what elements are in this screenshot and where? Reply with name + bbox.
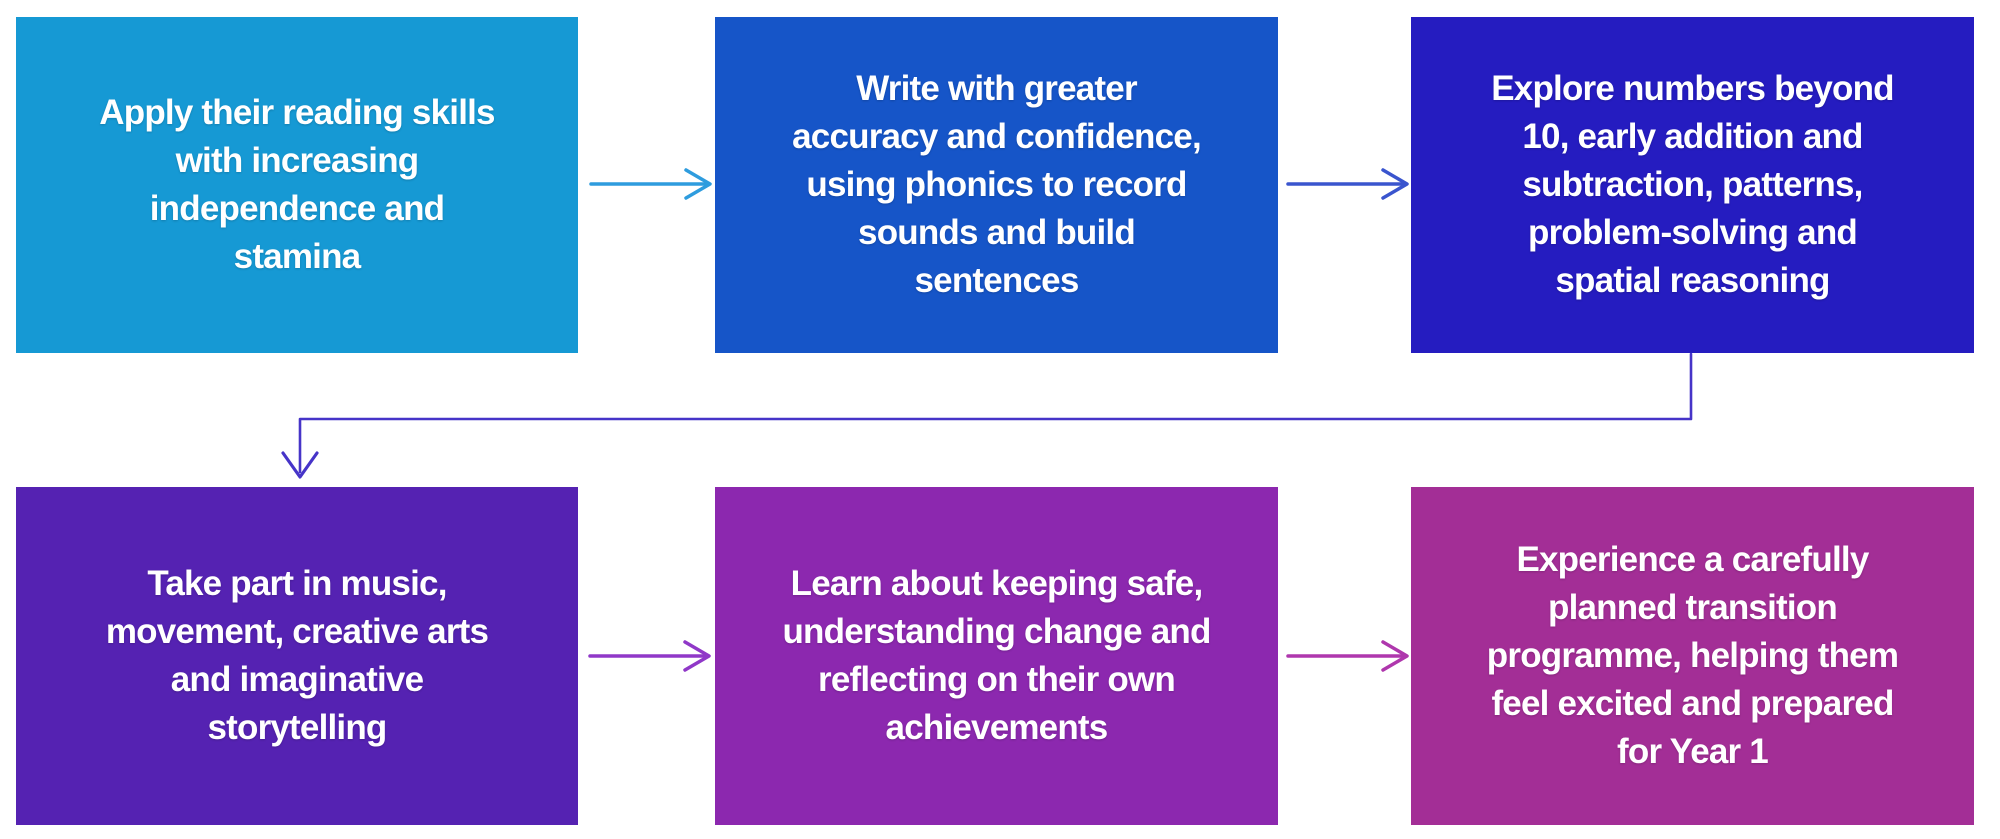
flow-step-reading-skills: Apply their reading skills with increasi… xyxy=(16,17,578,353)
arrowhead-right-icon xyxy=(683,640,711,672)
flow-step-label: Learn about keeping safe, understanding … xyxy=(782,564,1211,747)
connector-arrow-4-5 xyxy=(588,640,711,672)
arrowhead-down-icon xyxy=(281,451,319,479)
flow-step-label: Write with greater accuracy and confiden… xyxy=(792,69,1202,300)
connector-arrow-2-3 xyxy=(1286,168,1409,200)
connector-arrow-1-2 xyxy=(589,168,712,200)
arrowhead-right-icon xyxy=(1381,168,1409,200)
connector-arrow-5-6 xyxy=(1286,640,1409,672)
connector-elbow-3-4 xyxy=(281,352,1693,479)
flow-step-label: Experience a carefully planned transitio… xyxy=(1486,540,1899,771)
flow-step-label: Apply their reading skills with increasi… xyxy=(99,93,495,276)
flow-step-writing: Write with greater accuracy and confiden… xyxy=(715,17,1278,353)
flow-step-label: Explore numbers beyond 10, early additio… xyxy=(1491,69,1894,300)
arrowhead-right-icon xyxy=(684,168,712,200)
arrowhead-right-icon xyxy=(1381,640,1409,672)
flow-step-transition: Experience a carefully planned transitio… xyxy=(1411,487,1974,825)
flow-step-creative-arts: Take part in music, movement, creative a… xyxy=(16,487,578,825)
flow-step-numeracy: Explore numbers beyond 10, early additio… xyxy=(1411,17,1974,353)
flow-step-wellbeing: Learn about keeping safe, understanding … xyxy=(715,487,1278,825)
flow-step-label: Take part in music, movement, creative a… xyxy=(105,564,489,747)
